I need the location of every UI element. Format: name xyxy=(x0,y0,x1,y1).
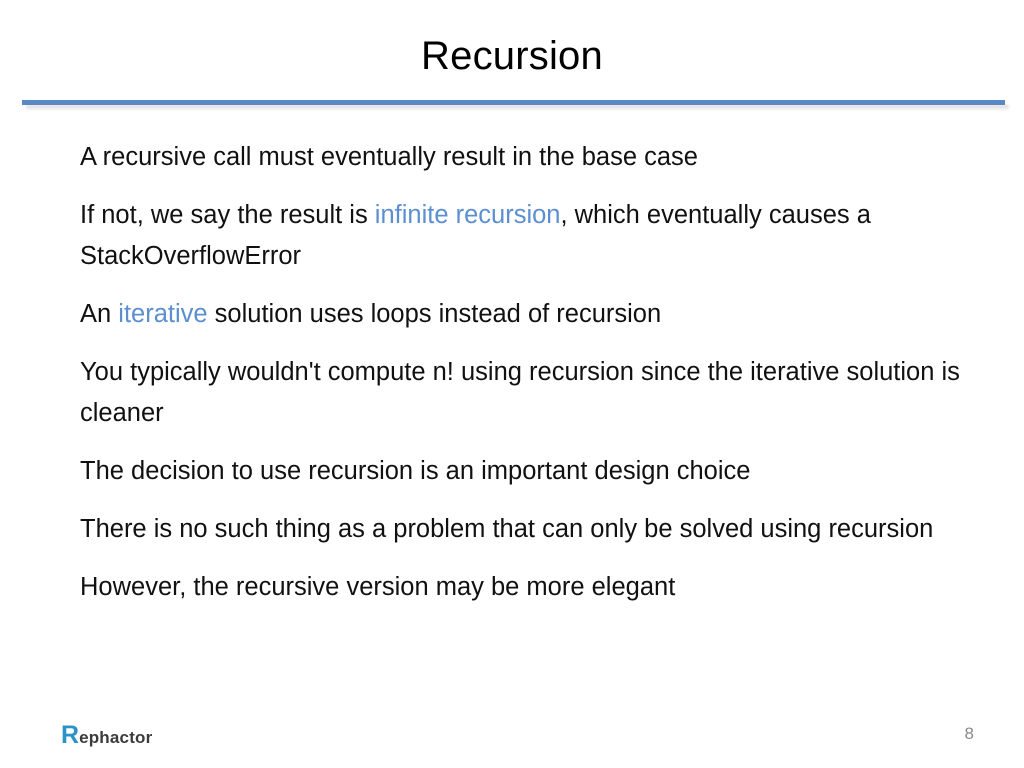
bullet-list: A recursive call must eventually result … xyxy=(80,137,988,625)
title-divider xyxy=(22,100,1005,105)
bullet-text: However, the recursive version may be mo… xyxy=(80,573,676,601)
bullet-factorial-iterative: You typically wouldn't compute n! using … xyxy=(80,352,988,434)
page-title: Recursion xyxy=(421,34,603,78)
page-number: 8 xyxy=(964,724,974,743)
bullet-iterative-solution: An iterative solution uses loops instead… xyxy=(80,294,988,335)
bullet-design-choice: The decision to use recursion is an impo… xyxy=(80,451,988,492)
title-divider-shadow xyxy=(26,105,1009,111)
bullet-infinite-recursion: If not, we say the result is infinite re… xyxy=(80,195,988,277)
bullet-text: A recursive call must eventually result … xyxy=(80,143,698,171)
bullet-text: An xyxy=(80,300,119,328)
logo-initial: R xyxy=(61,721,80,749)
rephactor-logo: R ephactor xyxy=(61,723,152,748)
bullet-text: solution uses loops instead of recursion xyxy=(207,300,662,328)
bullet-text: , which eventually causes a StackOverflo… xyxy=(80,201,871,270)
bullet-base-case: A recursive call must eventually result … xyxy=(80,137,988,178)
bullet-text: You typically wouldn't compute n! using … xyxy=(80,358,960,427)
bullet-no-recursion-only-problem: There is no such thing as a problem that… xyxy=(80,509,988,550)
bullet-more-elegant: However, the recursive version may be mo… xyxy=(80,567,988,608)
bullet-accent-text: iterative xyxy=(118,300,208,328)
bullet-accent-text: infinite recursion xyxy=(374,201,561,229)
bullet-text: The decision to use recursion is an impo… xyxy=(80,457,751,485)
logo-wordmark: ephactor xyxy=(79,728,153,747)
bullet-text: If not, we say the result is xyxy=(80,201,375,229)
bullet-text: There is no such thing as a problem that… xyxy=(80,515,934,543)
